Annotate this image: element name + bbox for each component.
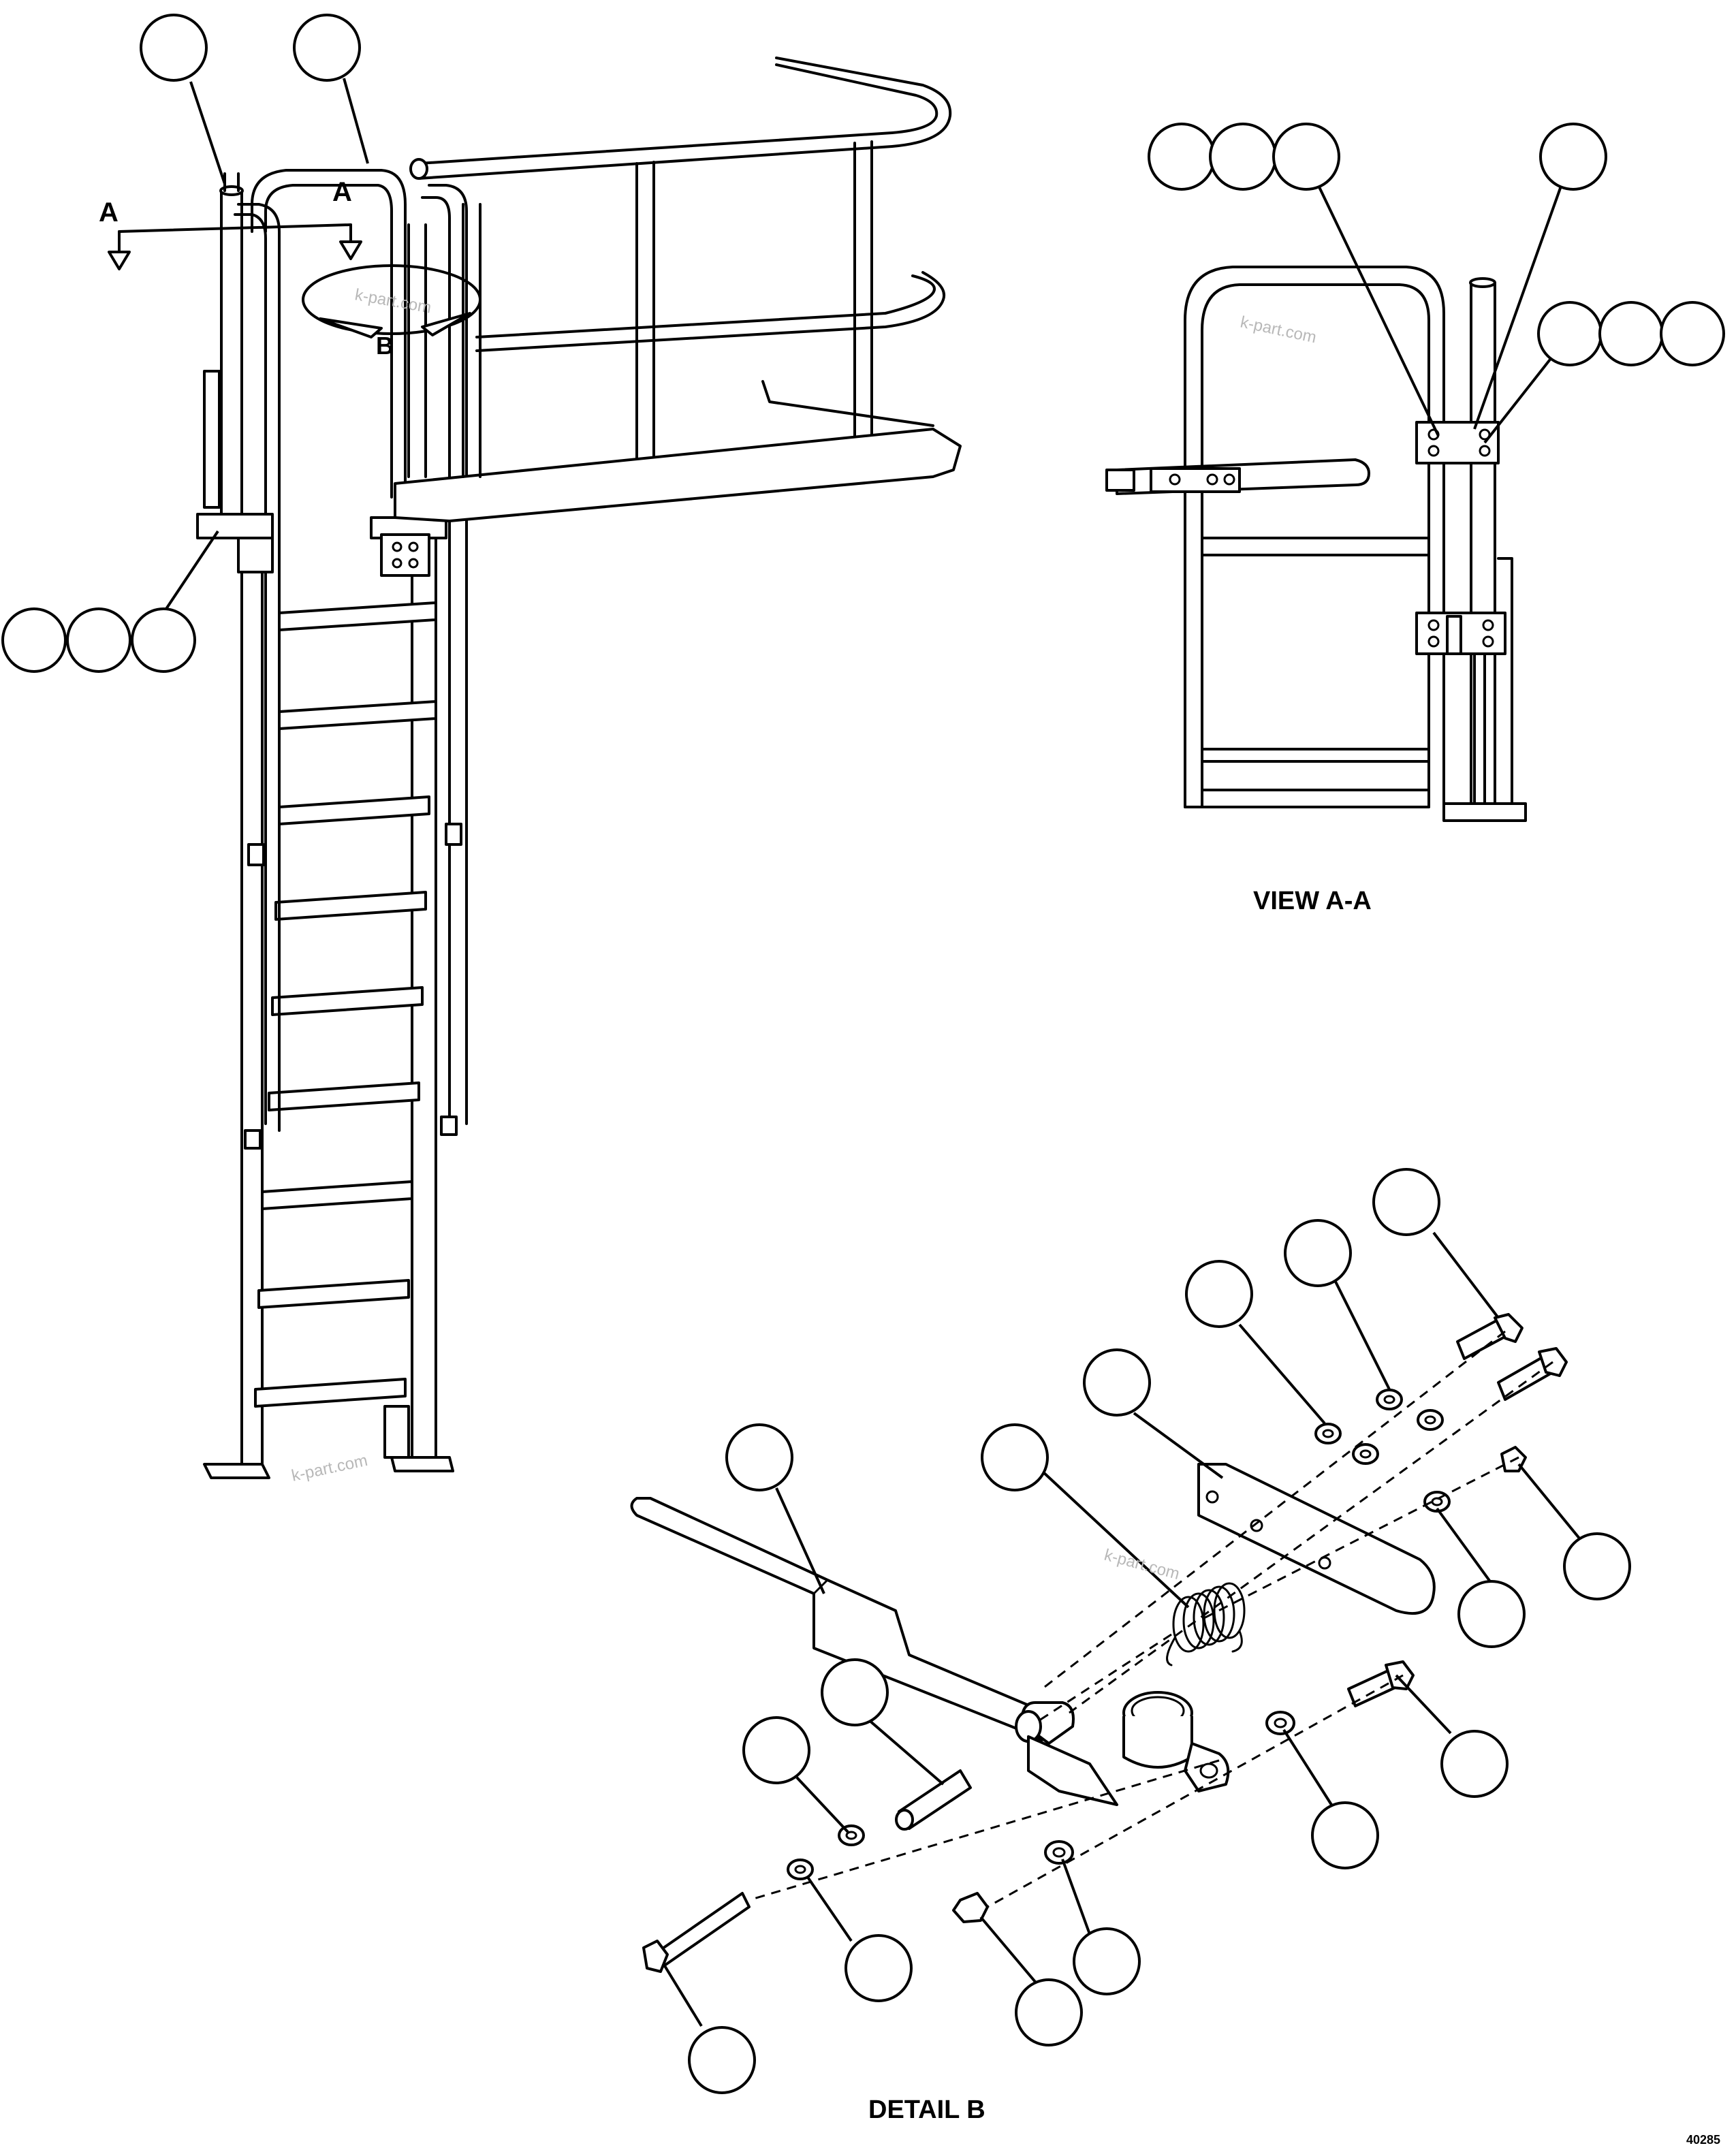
callout-bubble <box>1284 1219 1352 1287</box>
callout-bubble <box>140 14 208 82</box>
section-arrows: A A <box>99 177 362 270</box>
callout-bubble <box>1073 1927 1141 1995</box>
callout-bubble <box>1 607 67 673</box>
link-plate <box>1197 1463 1436 1615</box>
callout-bubble <box>1539 123 1607 191</box>
callout-bubble <box>131 607 196 673</box>
view-a-a <box>1105 266 1527 822</box>
callout-bubble <box>1563 1532 1631 1600</box>
callout-bubble <box>1372 1168 1440 1236</box>
watermark: k-part.com <box>1102 1546 1181 1583</box>
callout-bubble <box>688 2026 756 2094</box>
callouts-view-a-a <box>1148 123 1725 444</box>
callout-bubble <box>725 1423 793 1491</box>
view-title: VIEW A-A <box>1253 887 1372 915</box>
callout-bubble <box>66 607 131 673</box>
watermark: k-part.com <box>353 285 432 317</box>
callout-bubble <box>1660 301 1725 366</box>
callout-bubble <box>981 1423 1049 1491</box>
callout-bubble <box>1209 123 1277 191</box>
platform-assembly <box>394 57 962 522</box>
callout-bubble <box>293 14 361 82</box>
ladder-assembly <box>196 169 468 1479</box>
drawing-number: 40285 <box>1686 2133 1720 2147</box>
callouts-ladder <box>1 14 369 673</box>
long-bolt <box>652 1892 751 1970</box>
callout-bubble <box>1185 1260 1253 1328</box>
callout-bubble <box>742 1716 810 1784</box>
callout-bubble <box>1272 123 1340 191</box>
callout-bubble <box>1311 1801 1379 1869</box>
callout-bubble <box>1440 1730 1509 1798</box>
detail-b-marker-circle <box>302 264 482 335</box>
watermark: k-part.com <box>1239 313 1318 347</box>
callout-bubble <box>1083 1348 1151 1417</box>
callout-bubble <box>1598 301 1664 366</box>
callout-bubble <box>1015 1978 1083 2046</box>
callout-bubble <box>1537 301 1603 366</box>
latch-lever <box>630 1497 1064 1741</box>
callout-bubble <box>821 1658 889 1726</box>
callout-bubble <box>1457 1580 1526 1648</box>
detail-marker-b: B <box>376 332 394 360</box>
detail-title: DETAIL B <box>868 2096 985 2124</box>
callout-bubble <box>1148 123 1216 191</box>
tension-spring <box>1166 1582 1246 1666</box>
section-label-right: A <box>332 177 352 207</box>
watermark: k-part.com <box>290 1451 369 1485</box>
ladder-rungs <box>254 601 437 1408</box>
callouts-detail-b <box>663 1168 1631 2094</box>
detail-b <box>630 1313 1568 1973</box>
section-label-left: A <box>99 197 119 227</box>
callout-bubble <box>845 1934 913 2002</box>
